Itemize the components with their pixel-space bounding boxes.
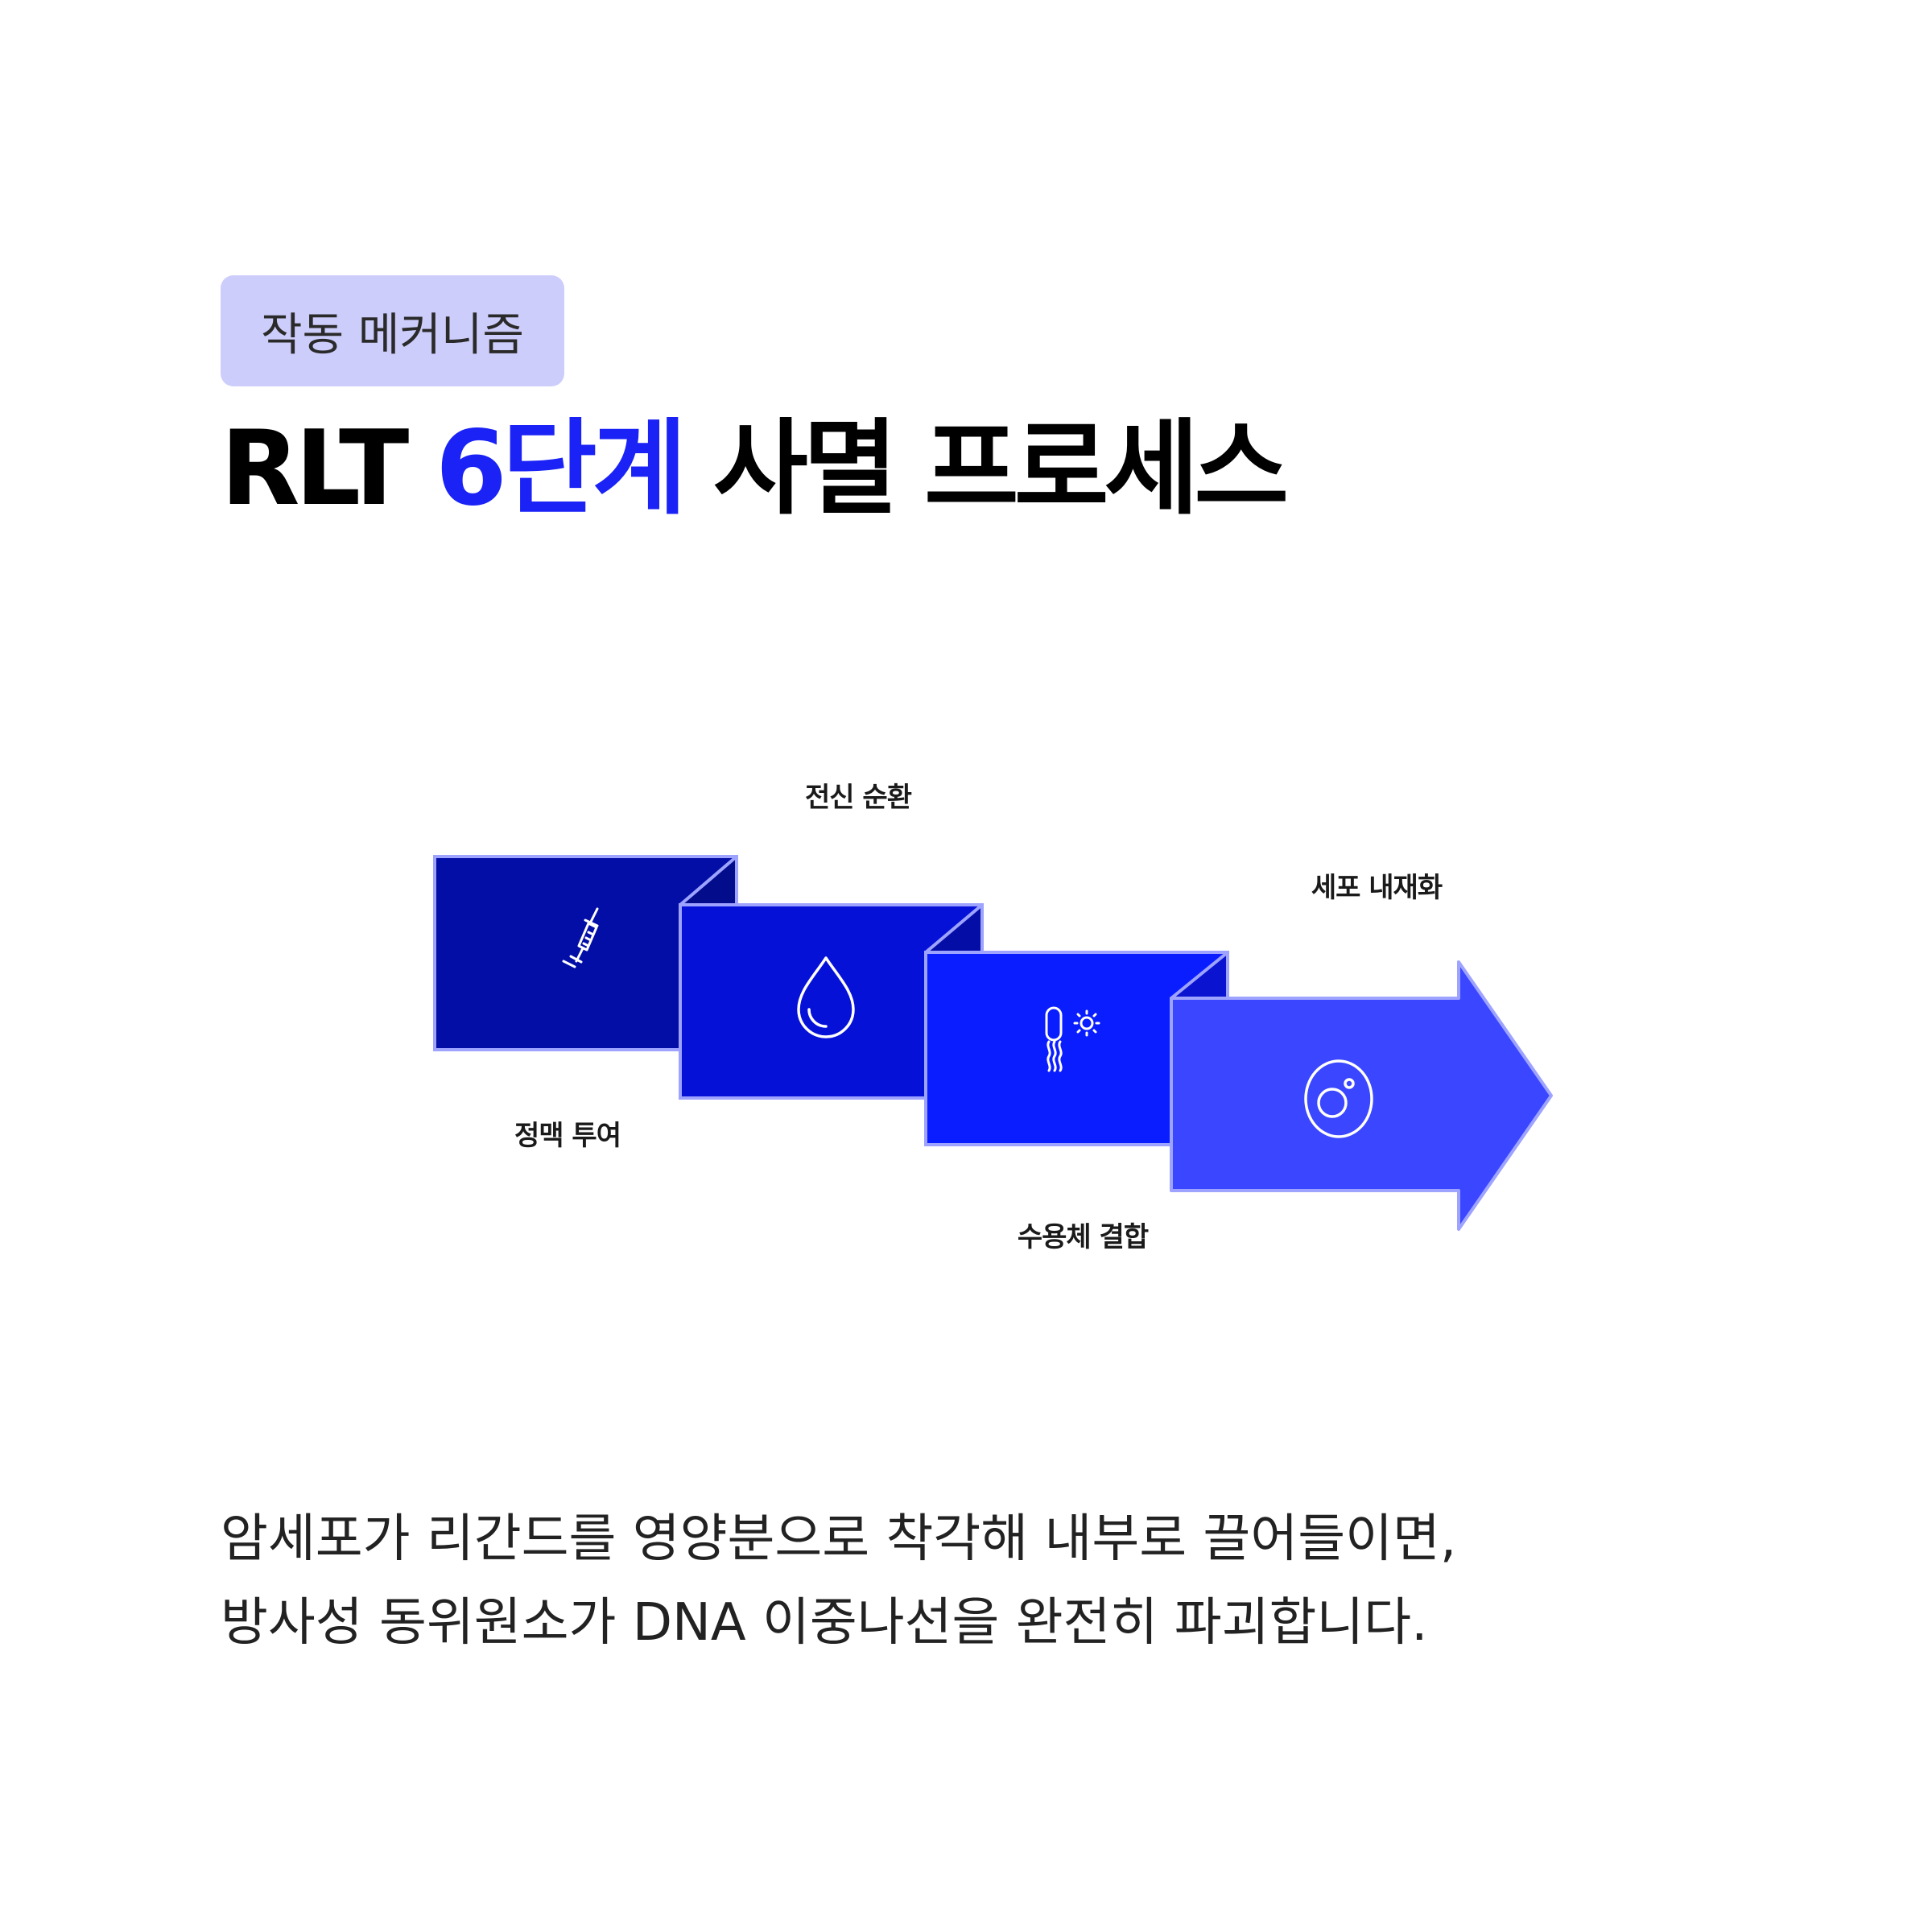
cell-icon: [1304, 1059, 1373, 1138]
page-title: RLT 6단계 사멸 프로세스: [221, 409, 1289, 530]
description-line-2: 방사성 동위원소가 DNA 이중나선을 완전히 파괴합니다.: [221, 1593, 1428, 1653]
title-highlight: 6단계: [435, 409, 687, 529]
step-label-4: 세포 내재화: [1311, 872, 1443, 904]
category-badge-label: 작동 메커니즘: [261, 308, 524, 361]
step-2-card: [679, 855, 984, 1100]
title-prefix: RLT: [221, 409, 436, 529]
description-line-1: 암세포가 리간드를 영양분으로 착각해 내부로 끌어들이면,: [221, 1509, 1457, 1569]
title-suffix: 사멸 프로세스: [682, 409, 1289, 529]
description: 암세포가 리간드를 영양분으로 착각해 내부로 끌어들이면, 방사성 동위원소가…: [221, 1497, 1750, 1665]
step-label-2: 전신 순환: [805, 782, 912, 814]
syringe-icon: [562, 907, 599, 968]
droplet-icon: [797, 956, 855, 1038]
bacteria-icon: [1045, 1006, 1100, 1072]
step-label-3: 수용체 결합: [1018, 1221, 1149, 1253]
category-badge: 작동 메커니즘: [221, 275, 564, 386]
step-label-1: 정맥 투여: [514, 1120, 621, 1152]
step-4-arrow: [1170, 951, 1553, 1231]
